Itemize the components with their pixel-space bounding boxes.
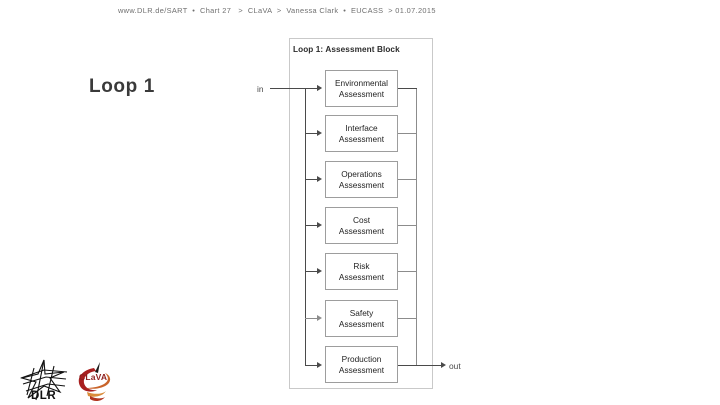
header-breadcrumb-text: www.DLR.de/SART • Chart 27 > CLaVA > Van… [118, 6, 436, 15]
feed-line-1 [305, 88, 319, 89]
block-production-assessment[interactable]: Production Assessment [325, 346, 398, 383]
block-label-line2: Assessment [338, 318, 385, 329]
feed-line-3 [305, 179, 319, 180]
clava-logo-label: CLaVA [79, 372, 108, 382]
dlr-logo-label: DLR [31, 390, 57, 402]
feed-arrowhead-5 [317, 268, 322, 274]
feed-arrowhead-2 [317, 130, 322, 136]
feed-line-5 [305, 271, 319, 272]
block-label-line1: Environmental [334, 78, 389, 89]
block-interface-assessment[interactable]: Interface Assessment [325, 115, 398, 152]
block-safety-assessment[interactable]: Safety Assessment [325, 300, 398, 337]
block-cost-assessment[interactable]: Cost Assessment [325, 207, 398, 244]
block-label-line2: Assessment [338, 88, 385, 99]
block-label-line1: Risk [353, 261, 370, 272]
block-label-line2: Assessment [338, 271, 385, 282]
feed-arrowhead-3 [317, 176, 322, 182]
feed-line-6 [305, 318, 319, 319]
block-label-line2: Assessment [338, 364, 385, 375]
block-operations-assessment[interactable]: Operations Assessment [325, 161, 398, 198]
feed-arrowhead-7 [317, 362, 322, 368]
page-title: Loop 1 [89, 76, 155, 97]
input-label: in [257, 84, 264, 94]
feed-line-2 [305, 133, 319, 134]
return-line-2 [398, 133, 417, 134]
block-label-line1: Cost [352, 215, 371, 226]
block-label-line1: Safety [349, 308, 374, 319]
return-line-3 [398, 179, 417, 180]
block-label-line1: Operations [341, 169, 382, 180]
feed-arrowhead-6 [317, 315, 322, 321]
dlr-logo-icon [19, 359, 68, 401]
block-label-line1: Interface [345, 123, 378, 134]
block-label-line2: Assessment [338, 179, 385, 190]
output-connector-line [398, 365, 443, 366]
return-line-6 [398, 318, 417, 319]
block-label-line2: Assessment [338, 225, 385, 236]
feed-line-4 [305, 225, 319, 226]
feed-arrowhead-4 [317, 222, 322, 228]
output-bus-line [416, 88, 417, 365]
return-line-4 [398, 225, 417, 226]
return-line-1 [398, 88, 417, 89]
feed-arrowhead-1 [317, 85, 322, 91]
block-environmental-assessment[interactable]: Environmental Assessment [325, 70, 398, 107]
input-connector-line [270, 88, 319, 89]
assessment-block-title: Loop 1: Assessment Block [293, 45, 400, 54]
input-bus-line [305, 88, 306, 365]
assessment-block-frame [289, 38, 433, 389]
header-breadcrumb: www.DLR.de/SART • Chart 27 > CLaVA > Van… [118, 6, 436, 15]
output-arrowhead [441, 362, 446, 368]
output-label: out [449, 361, 461, 371]
return-line-5 [398, 271, 417, 272]
block-label-line2: Assessment [338, 133, 385, 144]
block-risk-assessment[interactable]: Risk Assessment [325, 253, 398, 290]
feed-line-7 [305, 365, 319, 366]
clava-logo-icon [78, 362, 111, 402]
block-label-line1: Production [341, 354, 382, 365]
